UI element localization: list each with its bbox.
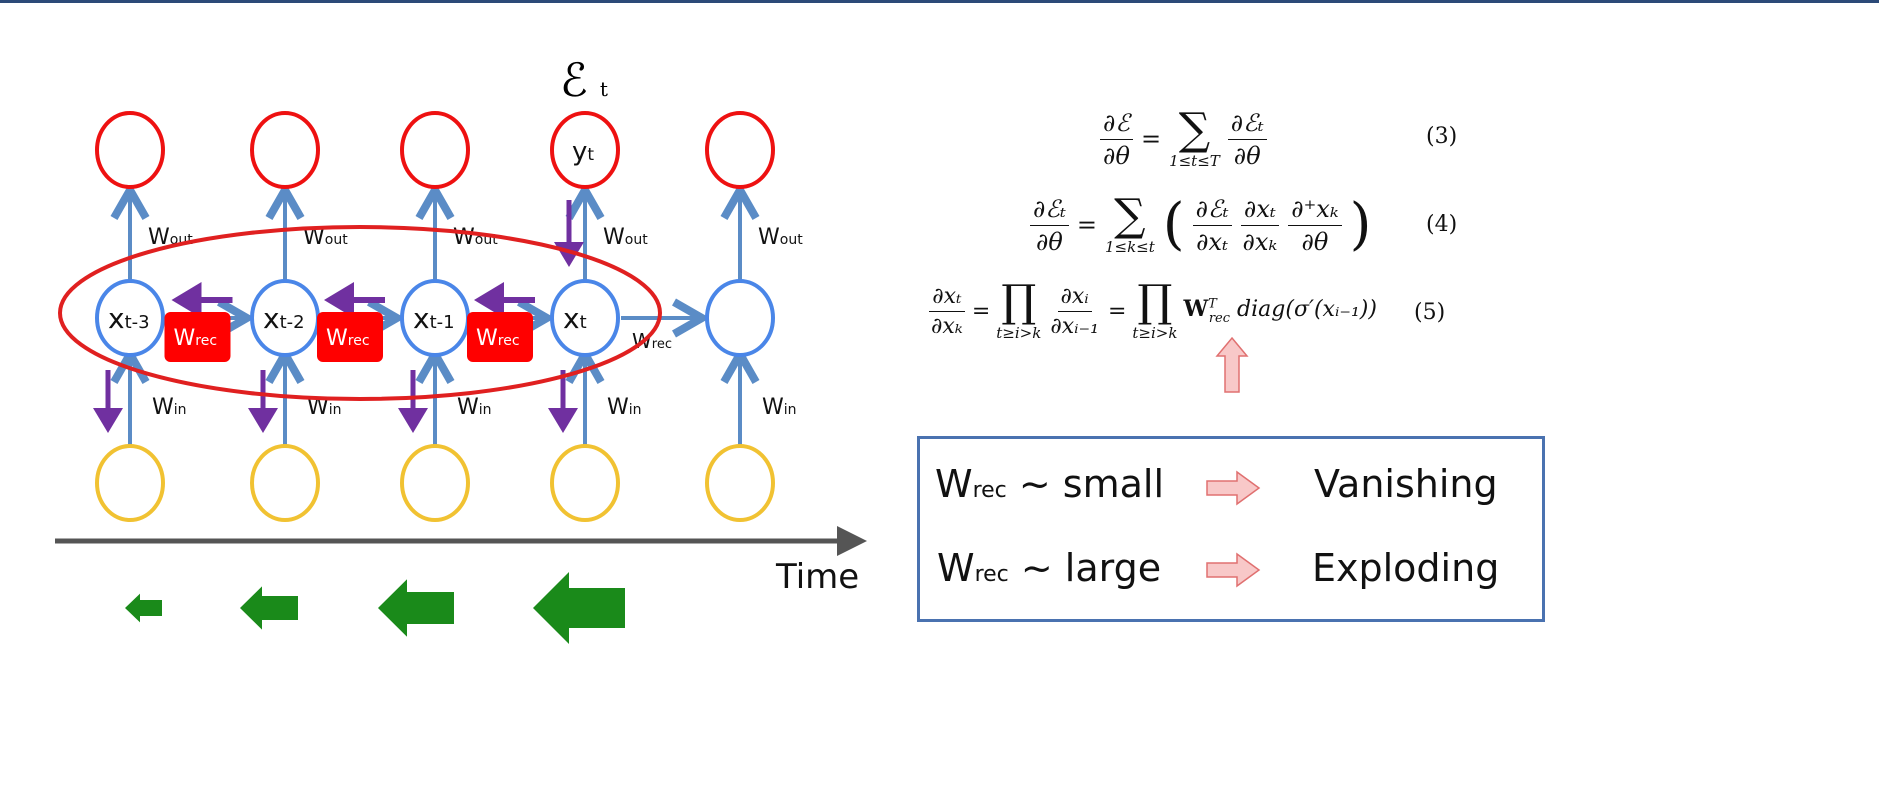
output-node	[95, 111, 165, 189]
input-node	[400, 444, 470, 522]
w-rec-box	[164, 312, 231, 362]
w-rec-box	[317, 312, 383, 362]
summary-large-w: Wrec ~ large	[937, 546, 1162, 590]
summary-exploding: Exploding	[1312, 546, 1500, 590]
hidden-node	[95, 279, 165, 357]
output-node	[550, 111, 620, 189]
equation-5: ∂xₜ∂xₖ = ∏t≥i>k ∂xᵢ∂xᵢ₋₁ = ∏t≥i>k WTrec …	[929, 276, 1377, 342]
equation-3-number: (3)	[1426, 124, 1458, 149]
equation-3: ∂ℰ∂θ = ∑1≤t≤T ∂ℰₜ∂θ	[1100, 108, 1267, 170]
equation-5-number: (5)	[1414, 300, 1446, 325]
w-rec-label: Wrec	[174, 326, 218, 351]
summary-arrows	[1206, 470, 1261, 588]
gradient-arrow-icon	[125, 593, 162, 623]
equation-4: ∂ℰₜ∂θ = ∑1≤k≤t ( ∂ℰₜ∂xₜ ∂xₜ∂xₖ ∂⁺xₖ∂θ )	[1030, 194, 1371, 256]
w-in-label: Win	[762, 395, 797, 420]
hidden-node-label: xt-1	[413, 302, 455, 335]
w-in-label: Win	[307, 395, 342, 420]
w-in-label: Win	[152, 395, 187, 420]
w-out-label: Wout	[303, 225, 348, 250]
input-node	[550, 444, 620, 522]
w-in-label: Win	[457, 395, 492, 420]
output-node	[250, 111, 320, 189]
output-node-label: yt	[572, 137, 594, 167]
w-in-label: Win	[607, 395, 642, 420]
hidden-node	[705, 279, 775, 357]
top-border	[0, 0, 1879, 3]
hidden-node-label: xt-2	[263, 302, 305, 335]
pink-right-arrow-icon	[1206, 552, 1261, 588]
hidden-node-label: xt-3	[108, 302, 150, 335]
w-rec-box	[467, 312, 533, 362]
time-label: Time	[775, 557, 859, 597]
w-out-label: Wout	[758, 225, 803, 250]
equation-4-number: (4)	[1426, 212, 1458, 237]
pink-up-arrow-icon	[1215, 336, 1249, 393]
input-node	[705, 444, 775, 522]
gradient-arrow-icon	[240, 586, 298, 630]
unrolled-window-ellipse	[58, 225, 662, 401]
w-out-label: Wout	[603, 225, 648, 250]
w-rec-label: Wrec	[476, 326, 520, 351]
gradient-arrow-icon	[378, 579, 454, 637]
gradient-arrow-icon	[533, 572, 625, 644]
output-node	[705, 111, 775, 189]
input-node	[95, 444, 165, 522]
input-node	[250, 444, 320, 522]
hidden-node-label: xt	[563, 302, 587, 335]
summary-vanishing: Vanishing	[1314, 462, 1498, 506]
summary-box	[917, 436, 1545, 622]
summary-small-w: Wrec ~ small	[935, 462, 1165, 506]
w-rec-label: Wrec	[326, 326, 370, 351]
output-node	[400, 111, 470, 189]
pink-right-arrow-icon	[1206, 470, 1261, 506]
hidden-node	[550, 279, 620, 357]
